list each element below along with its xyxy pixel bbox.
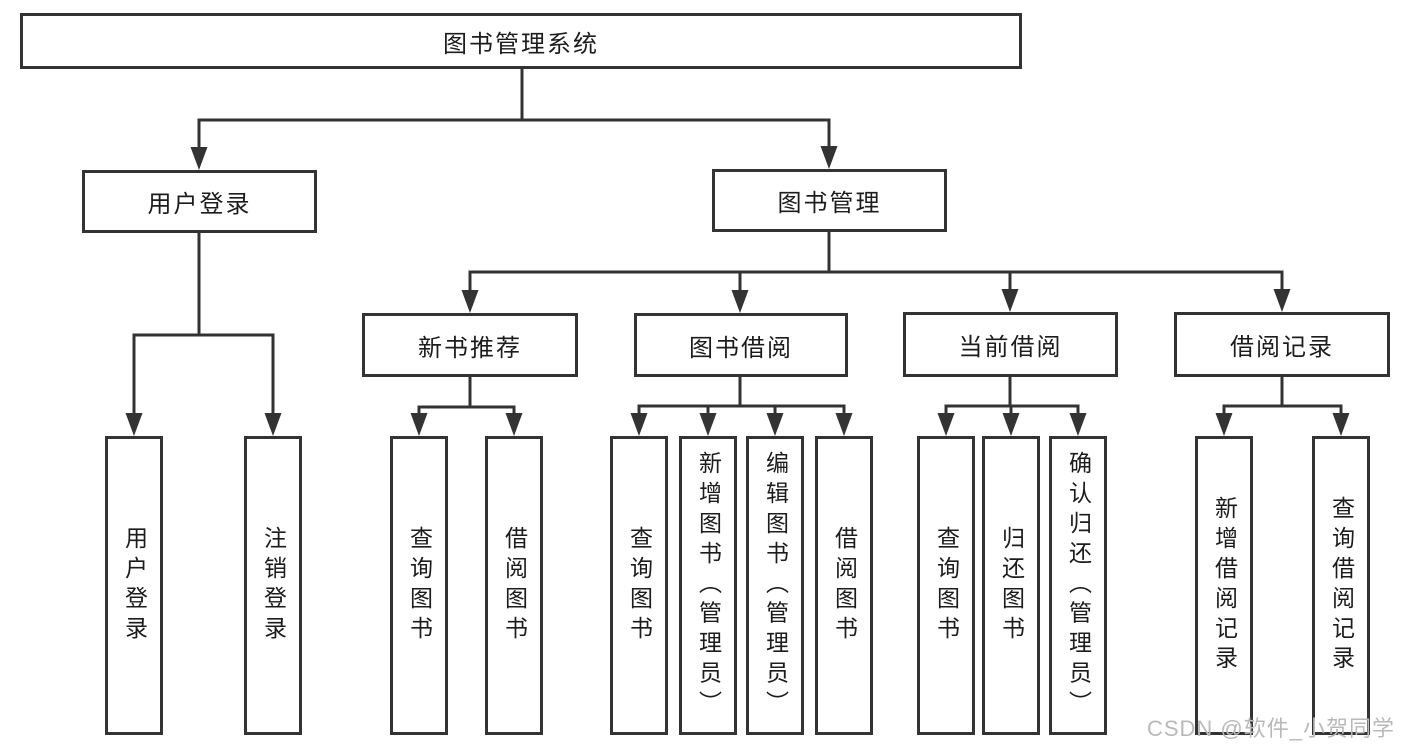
node-leaf-return-book: 归还图书 (982, 436, 1040, 735)
arrowheads (125, 146, 1350, 436)
node-leaf-edit-book-admin: 编辑图书（管理员） (746, 436, 804, 735)
node-current-borrowing: 当前借阅 (903, 312, 1118, 377)
node-book-borrowing: 图书借阅 (634, 313, 848, 377)
node-borrowing-records: 借阅记录 (1174, 312, 1390, 377)
node-leaf-borrow-books-recommend: 借阅图书 (485, 436, 543, 735)
node-new-book-recommendation: 新书推荐 (362, 313, 578, 377)
node-leaf-query-books-borrowing: 查询图书 (610, 436, 668, 735)
node-leaf-borrow-books: 借阅图书 (815, 436, 873, 735)
connector-path (132, 67, 1343, 418)
node-leaf-add-borrow-record: 新增借阅记录 (1195, 436, 1253, 735)
node-library-system: 图书管理系统 (20, 13, 1022, 69)
node-book-management: 图书管理 (712, 169, 947, 232)
node-leaf-query-borrow-record: 查询借阅记录 (1312, 436, 1370, 735)
node-leaf-logout: 注销登录 (244, 436, 302, 735)
node-leaf-add-book-admin: 新增图书（管理员） (679, 436, 737, 735)
node-leaf-user-login: 用户登录 (105, 436, 163, 735)
node-leaf-confirm-return-admin: 确认归还（管理员） (1049, 436, 1107, 735)
csdn-watermark: CSDN @软件_小贺同学 (1146, 716, 1395, 741)
node-leaf-query-books-recommend: 查询图书 (390, 436, 448, 735)
node-leaf-query-books-current: 查询图书 (917, 436, 975, 735)
node-user-login: 用户登录 (82, 170, 317, 233)
